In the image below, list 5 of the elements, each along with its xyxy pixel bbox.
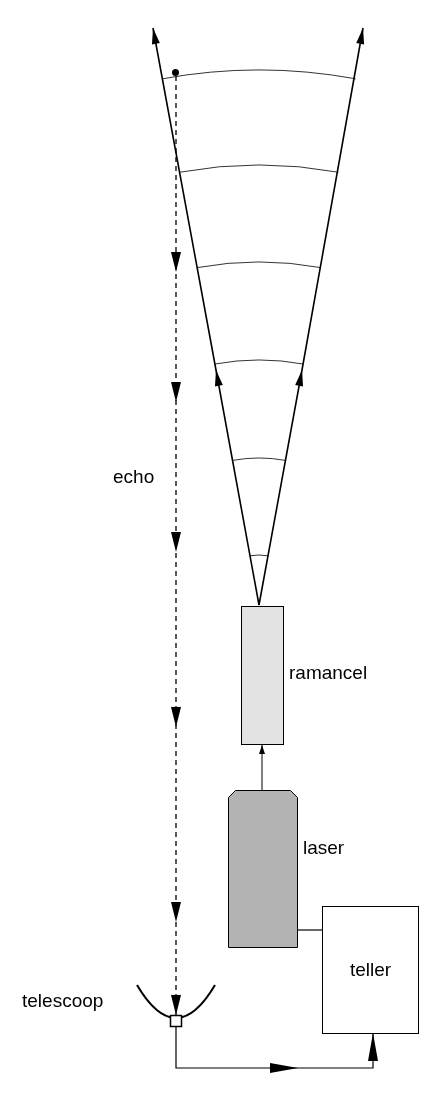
scatter-point [172,69,179,76]
counter-box: teller [322,906,419,1034]
component-label: telescoop [22,990,104,1012]
component-label: laser [303,837,345,859]
component-label: ramancel [289,662,368,684]
